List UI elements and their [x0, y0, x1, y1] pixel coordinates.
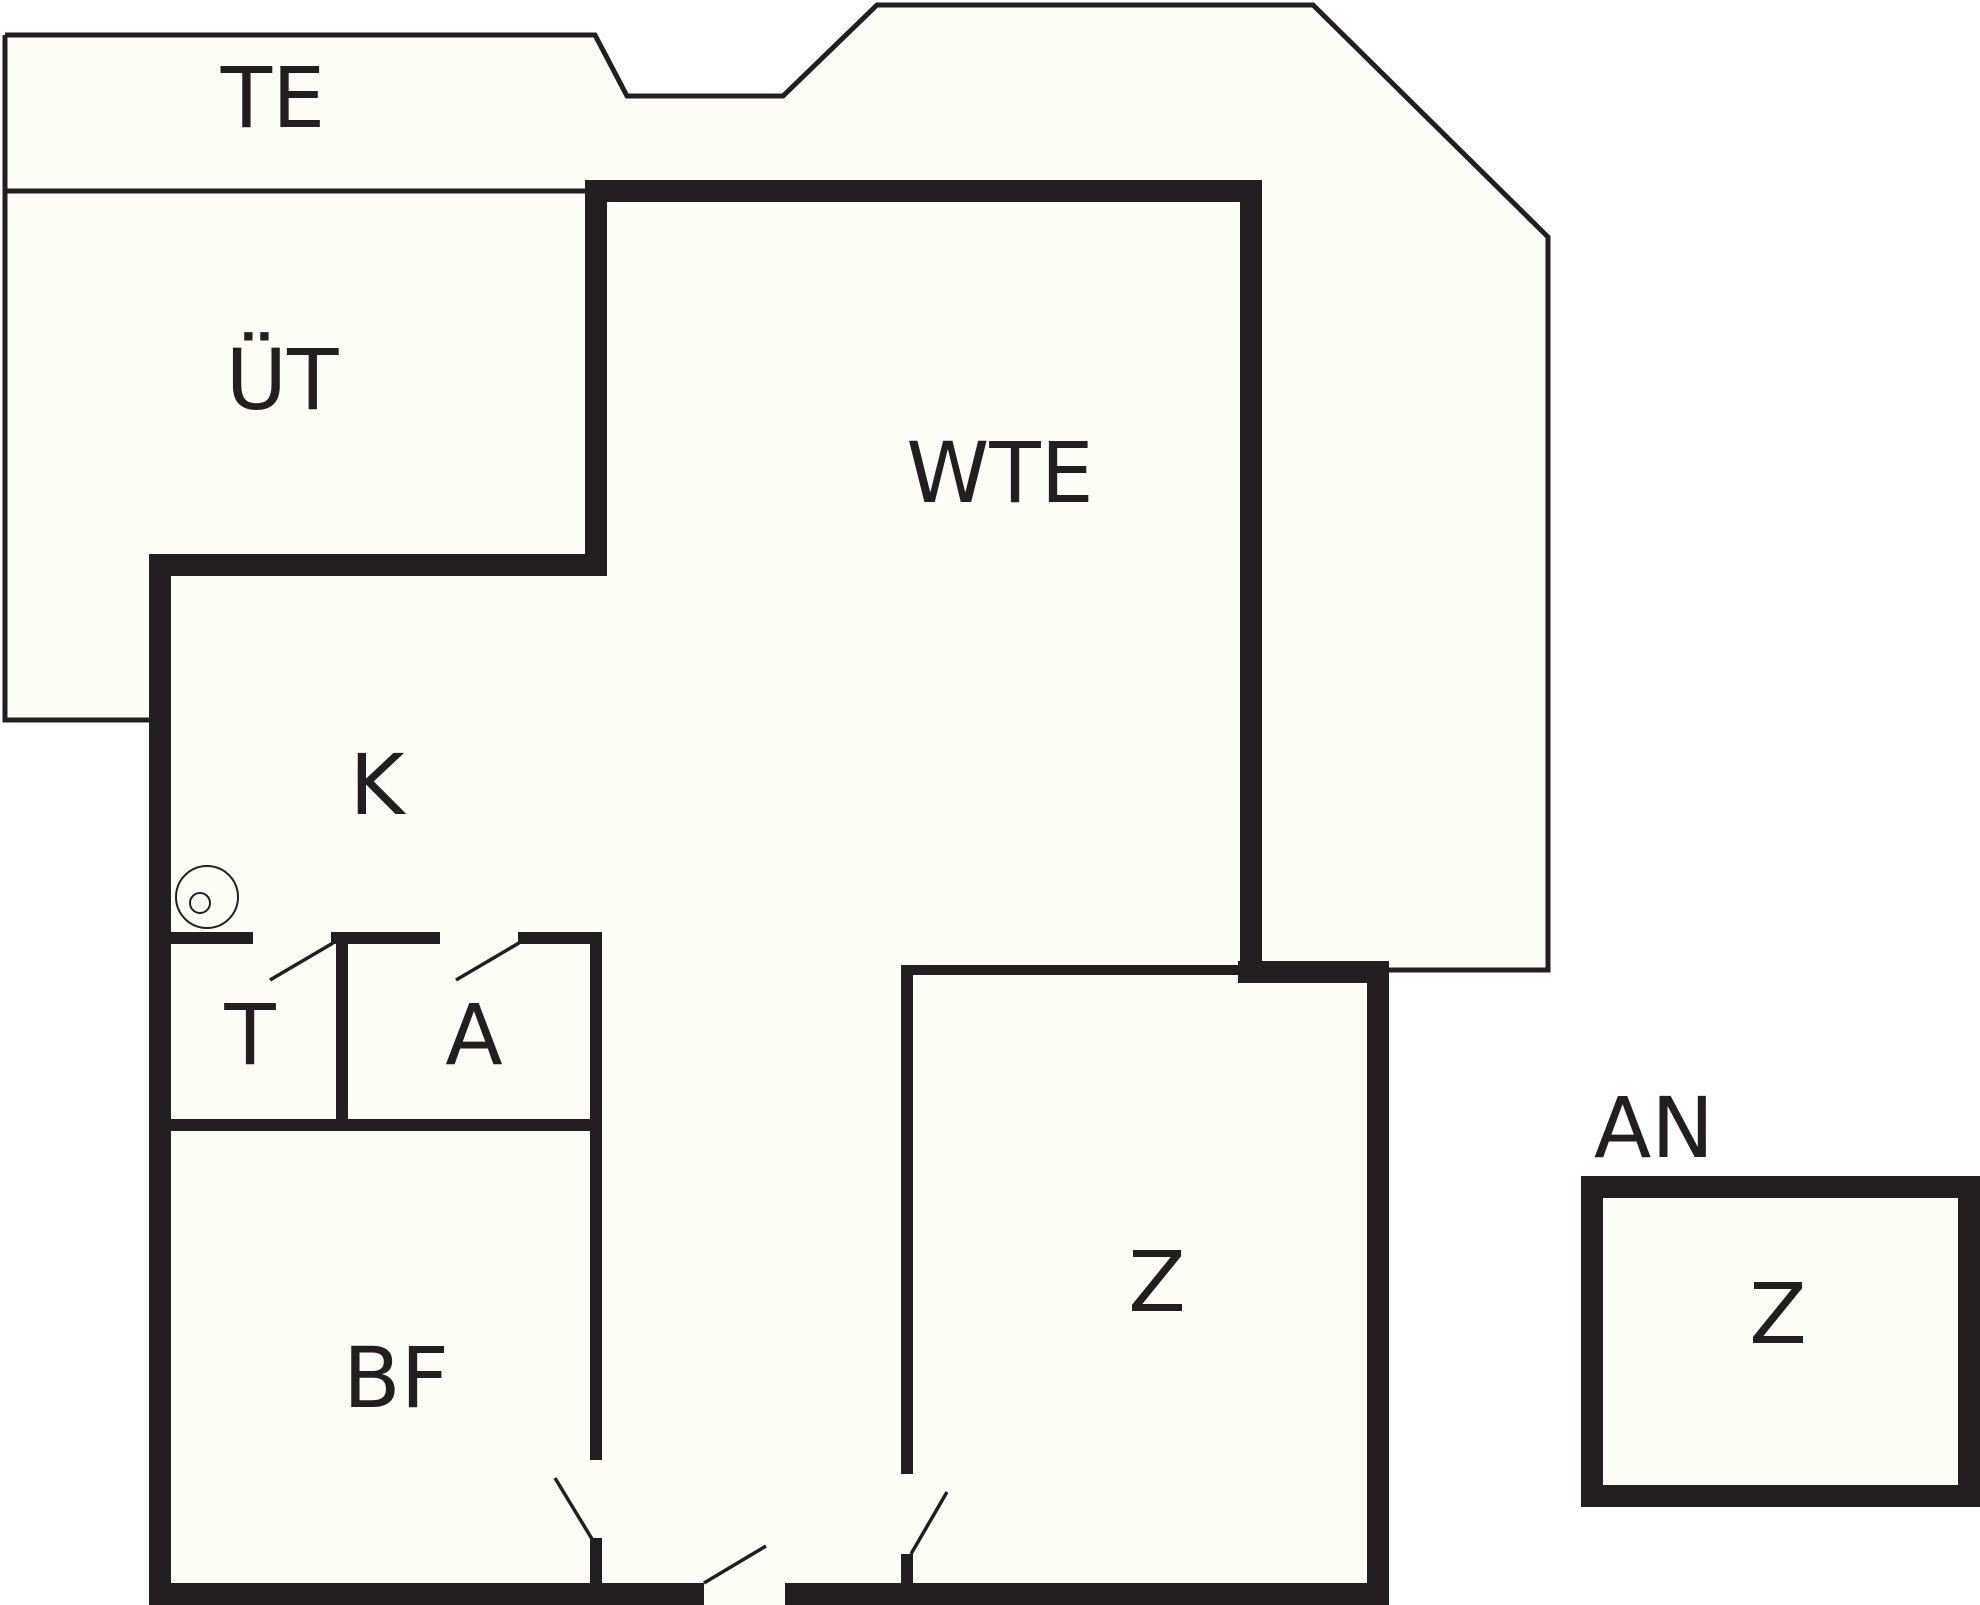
room-label-t: T [223, 986, 276, 1084]
door-leaves [269, 941, 949, 1585]
room-labels: TE ÜT WTE K T A BF Z AN Z [220, 49, 1807, 1427]
room-label-te: TE [220, 49, 325, 147]
annex-room [1581, 1176, 1980, 1507]
door-openings [253, 932, 913, 1605]
room-label-ut: ÜT [226, 331, 339, 429]
room-label-z: Z [1128, 1233, 1186, 1331]
annex-label: AN [1594, 1079, 1714, 1177]
room-label-k: K [349, 736, 406, 834]
door-t [269, 941, 334, 982]
door-a [455, 941, 520, 982]
boiler-icon [175, 865, 239, 929]
door-z [909, 1491, 949, 1555]
door-bf [553, 1477, 594, 1540]
exterior-walls [149, 180, 1389, 1605]
door-entrance [703, 1544, 767, 1585]
interior-floor [160, 191, 1378, 1598]
room-label-wte: WTE [906, 424, 1093, 522]
interior-walls [160, 932, 1240, 1594]
room-label-a: A [445, 986, 502, 1084]
room-label-annex-z: Z [1749, 1265, 1807, 1363]
room-label-bf: BF [343, 1329, 449, 1427]
